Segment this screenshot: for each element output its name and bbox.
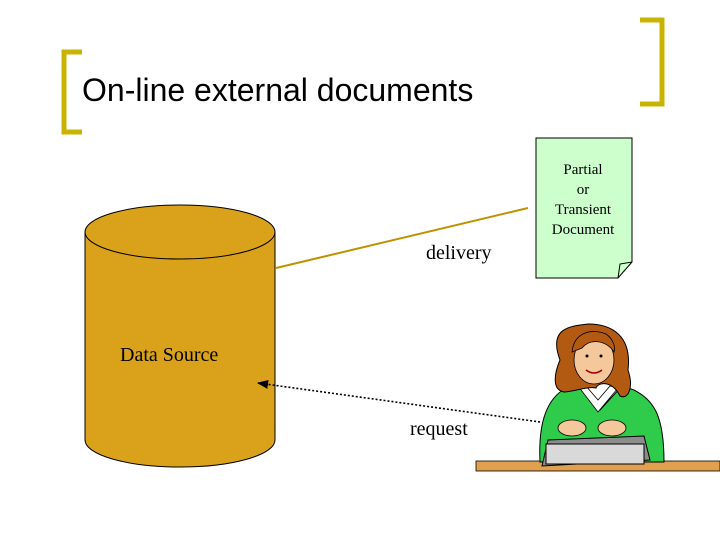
- database-icon: [84, 204, 276, 468]
- data-source-label: Data Source: [120, 344, 219, 366]
- request-arrow: [256, 379, 541, 423]
- document-text: Partial or Transient Document: [540, 160, 626, 240]
- title-bracket-left: [61, 49, 82, 135]
- delivery-arrow: [275, 207, 529, 269]
- document-icon: [535, 137, 633, 279]
- document-line: Partial: [563, 162, 603, 178]
- document-line: Transient: [554, 202, 612, 218]
- person-icon: [475, 323, 720, 472]
- document-line: or: [576, 182, 590, 198]
- title-bracket-right: [640, 17, 665, 107]
- request-label: request: [410, 418, 468, 440]
- delivery-label: delivery: [426, 242, 492, 264]
- document-line: Document: [551, 222, 615, 238]
- slide-title: On-line external documents: [82, 72, 474, 108]
